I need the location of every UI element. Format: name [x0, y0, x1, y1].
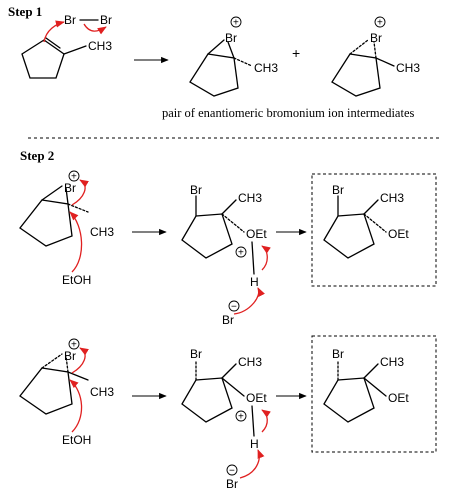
- row2-base-br-label: Br: [226, 477, 238, 491]
- row2-product-methyl-label: CH3: [380, 355, 404, 369]
- row2-proton-label: H: [250, 437, 259, 451]
- bromonium1-methyl-label: CH3: [254, 61, 278, 75]
- br2-right-label: Br: [100, 13, 112, 27]
- row2-nucleophile-label: EtOH: [62, 433, 91, 447]
- step1-title: Step 1: [8, 4, 42, 19]
- row2-final-product: Br CH3 OEt: [323, 347, 409, 423]
- plus-charge-sign: +: [377, 18, 383, 29]
- minus-charge-sign: −: [231, 302, 237, 313]
- plus-charge-icon: [374, 16, 386, 28]
- row1-final-product: Br CH3 OEt: [323, 183, 409, 259]
- bromonium2-br-label: Br: [370, 31, 382, 45]
- row1-deprotonation-arrow: [233, 287, 265, 315]
- row1-nucleophile-attack-arrow: [69, 211, 83, 273]
- row2-bromonium-br-label: Br: [64, 349, 76, 363]
- row1-intermediate-oet-label: OEt: [246, 227, 267, 241]
- plus-sign: +: [292, 45, 300, 61]
- plus-charge-icon: [235, 246, 247, 258]
- row2-bromonium: Br + CH3 EtOH: [19, 338, 114, 447]
- bromonium-ion-1: Br + CH3: [189, 16, 278, 97]
- plus-charge-sign: +: [238, 412, 244, 423]
- plus-charge-icon: [230, 16, 242, 28]
- row1-intermediate-methyl-label: CH3: [238, 191, 262, 205]
- step2-title: Step 2: [20, 148, 54, 163]
- row2-product-box: [311, 335, 437, 453]
- step1-caption: pair of enantiomeric bromonium ion inter…: [162, 106, 414, 120]
- row2-product-br-label: Br: [332, 347, 344, 361]
- row2-oxonium-intermediate: Br CH3 OEt + H Br −: [181, 347, 267, 491]
- br2-left-label: Br: [64, 13, 76, 27]
- bromine-molecule: Br Br: [64, 13, 112, 27]
- plus-charge-icon: [68, 170, 80, 182]
- bromonium1-br-label: Br: [225, 31, 237, 45]
- bromonium2-methyl-label: CH3: [396, 61, 420, 75]
- row1-product-br-label: Br: [332, 183, 344, 197]
- plus-charge-sign: +: [71, 172, 77, 183]
- plus-charge-icon: [235, 410, 247, 422]
- methylcyclopentene-reactant: CH3: [21, 37, 112, 79]
- row1-base-br-label: Br: [222, 313, 234, 327]
- row2-oh-bond-arrow: [261, 409, 271, 433]
- row1-oxonium-intermediate: Br CH3 OEt + H Br −: [181, 183, 267, 327]
- minus-charge-icon: [226, 464, 238, 476]
- row2-intermediate-br-label: Br: [190, 347, 202, 361]
- row1-oh-bond-arrow: [261, 245, 271, 271]
- row1-bromonium-br-label: Br: [64, 181, 76, 195]
- row1-bromonium-methyl-label: CH3: [90, 225, 114, 239]
- row1-product-oet-label: OEt: [388, 227, 409, 241]
- row1-bromonium: Br + CH3 EtOH: [19, 170, 114, 287]
- curly-arrow-alkene-to-br: [43, 20, 65, 43]
- row1-bromonium-open-arrow: [71, 179, 89, 206]
- row1-intermediate-br-label: Br: [190, 183, 202, 197]
- plus-charge-sign: +: [238, 248, 244, 259]
- plus-charge-sign: +: [233, 18, 239, 29]
- row2-bromonium-methyl-label: CH3: [90, 385, 114, 399]
- curly-arrow-br-br-bond: [83, 23, 107, 35]
- row1-proton-label: H: [250, 275, 259, 289]
- row2-product-oet-label: OEt: [388, 391, 409, 405]
- minus-charge-sign: −: [229, 466, 235, 477]
- row1-product-methyl-label: CH3: [380, 191, 404, 205]
- row1-product-box: [311, 173, 437, 287]
- bromonium-ion-2: Br + CH3: [331, 16, 420, 97]
- row1-nucleophile-label: EtOH: [62, 273, 91, 287]
- row2-bromonium-open-arrow: [71, 347, 89, 374]
- minus-charge-icon: [228, 300, 240, 312]
- row2-nucleophile-attack-arrow: [69, 379, 83, 433]
- plus-charge-icon: [68, 338, 80, 350]
- plus-charge-sign: +: [71, 340, 77, 351]
- row2-deprotonation-arrow: [239, 449, 265, 479]
- row2-intermediate-oet-label: OEt: [246, 391, 267, 405]
- reactant-methyl-label: CH3: [88, 39, 112, 53]
- row2-intermediate-methyl-label: CH3: [238, 355, 262, 369]
